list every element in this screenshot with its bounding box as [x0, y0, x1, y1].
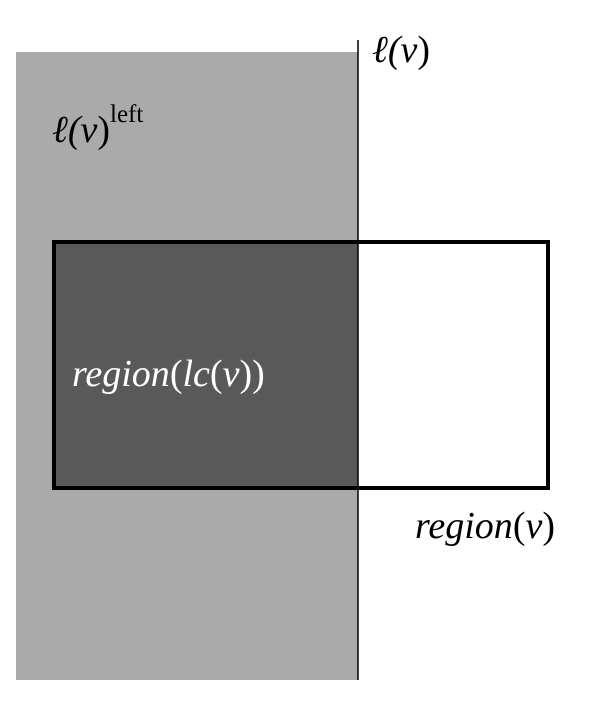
left-half-plane-label: ℓ(ν)left: [52, 101, 143, 151]
node-region-label: region(ν): [415, 505, 555, 547]
line-label: ℓ(ν): [372, 29, 430, 71]
node-region-rect: [52, 240, 550, 490]
left-child-region-label: region(lc(ν)): [72, 353, 265, 395]
left-child-region: [54, 242, 358, 488]
